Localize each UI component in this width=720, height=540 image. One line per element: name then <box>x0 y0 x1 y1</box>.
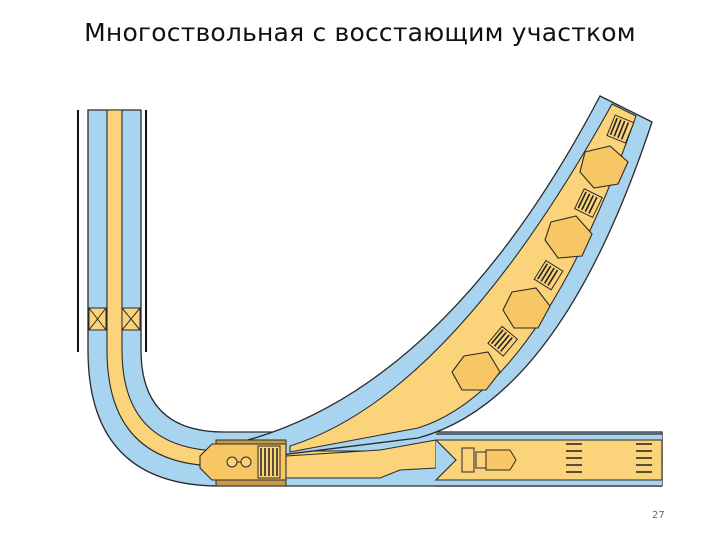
junction-assembly <box>199 439 437 487</box>
lateral-packer-4 <box>451 351 501 391</box>
lateral-screen-1 <box>606 114 635 144</box>
upper-packer-right <box>121 307 141 331</box>
lateral-packer-1 <box>579 145 629 189</box>
lower-screen-1 <box>566 443 582 473</box>
lateral-packer-2 <box>544 215 593 259</box>
deflector-wedge <box>285 439 437 479</box>
upper-packer-left <box>88 307 107 331</box>
lower-branch <box>434 433 663 487</box>
lateral-screen-2 <box>573 188 603 219</box>
slide-title: Многоствольная с восстающим участком <box>84 18 636 47</box>
bottom-tool <box>461 447 517 473</box>
lateral-branch <box>223 95 653 463</box>
lateral-screen-4 <box>487 325 519 357</box>
page-number: 27 <box>652 510 665 521</box>
lower-screen-2 <box>636 443 652 473</box>
junction-latch <box>257 445 281 479</box>
lateral-screen-3 <box>533 259 564 291</box>
lateral-packer-3 <box>502 287 551 329</box>
